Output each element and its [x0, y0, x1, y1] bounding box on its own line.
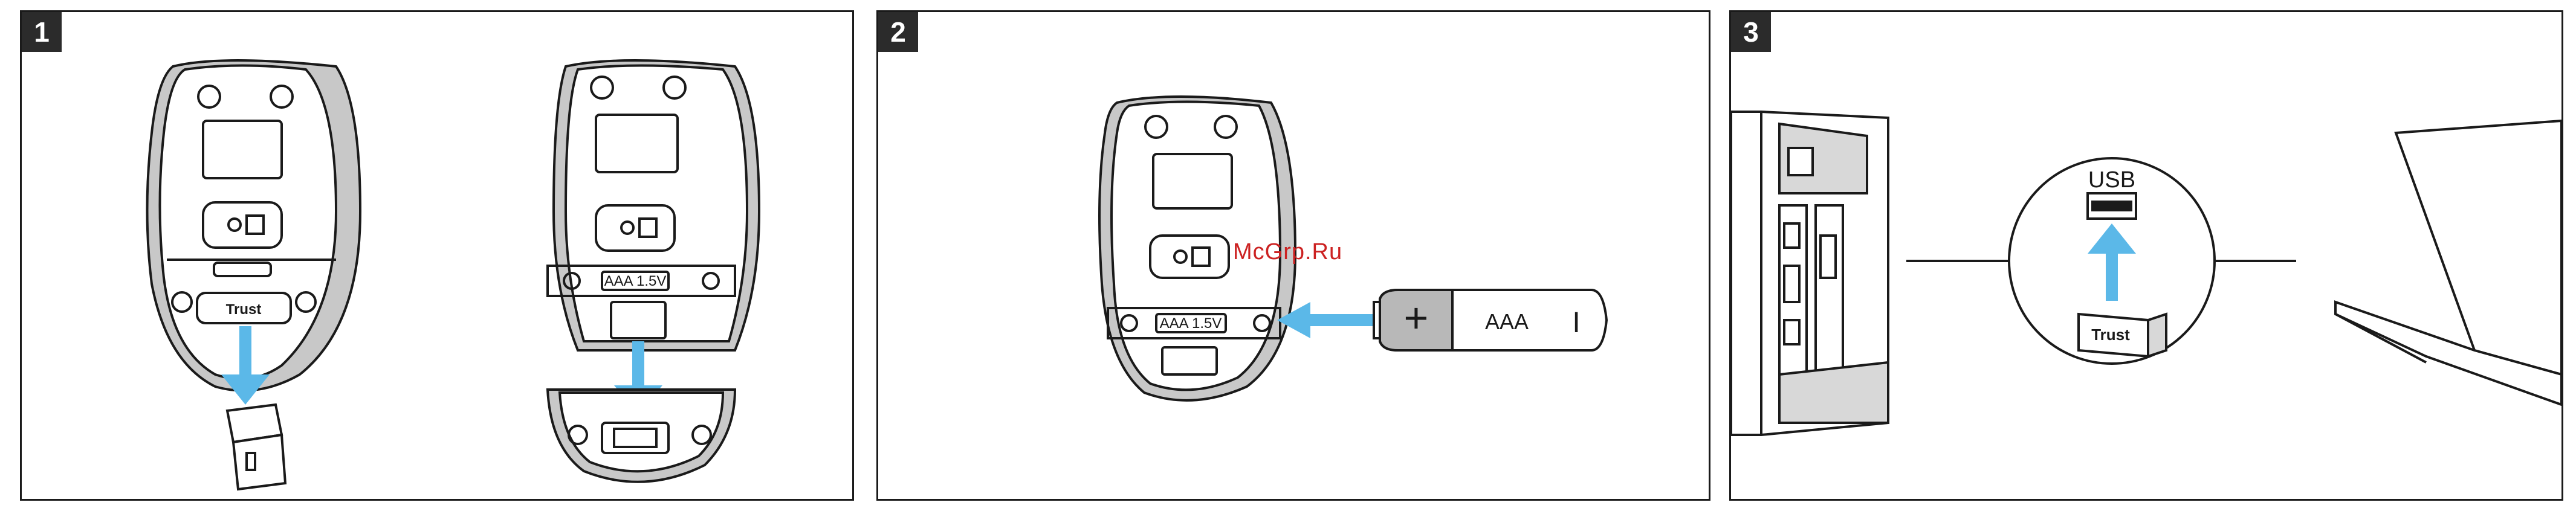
step-1-panel: 1 Trust [20, 10, 854, 501]
pc-tower-icon [1731, 112, 1888, 435]
step-3-panel: 3 USB [1729, 10, 2563, 501]
compartment-label-step2: AAA 1.5V [1160, 315, 1222, 332]
step-1-illustration: Trust AAA 1.5V [22, 12, 852, 499]
battery-plus-label: + [1404, 294, 1429, 341]
battery-minus-label: I [1572, 307, 1580, 339]
usb-port-label: USB [2088, 167, 2135, 193]
battery-cover-icon [548, 390, 735, 482]
compartment-label-right: AAA 1.5V [604, 273, 667, 289]
brand-label-left: Trust [226, 301, 262, 318]
battery-type-label: AAA [1485, 309, 1529, 334]
mouse-bottom-icon-right [548, 60, 759, 350]
mouse-bottom-icon [147, 60, 361, 391]
step-3-illustration: USB Trust [1731, 12, 2561, 499]
watermark-text: McGrp.Ru [1233, 239, 1342, 265]
brand-label-step3: Trust [2091, 326, 2130, 344]
laptop-icon [2335, 121, 2561, 405]
usb-receiver-icon [227, 405, 285, 489]
